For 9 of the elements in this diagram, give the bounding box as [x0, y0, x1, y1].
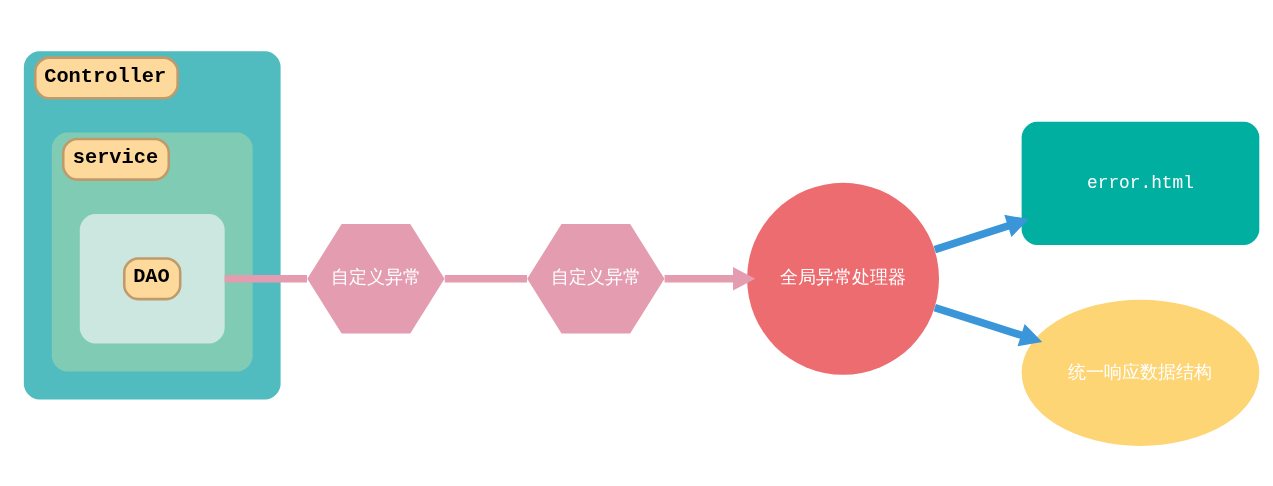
- node-ellipse: 统一响应数据结构: [1021, 299, 1260, 446]
- node-box: error.html: [1021, 121, 1260, 245]
- node-circle: 全局异常处理器: [747, 182, 939, 375]
- connector: [224, 274, 307, 283]
- connector: [444, 274, 527, 283]
- arrow: [933, 214, 1029, 253]
- arrow: [664, 266, 756, 290]
- node-box: DAO: [79, 213, 225, 344]
- arrow: [933, 303, 1043, 346]
